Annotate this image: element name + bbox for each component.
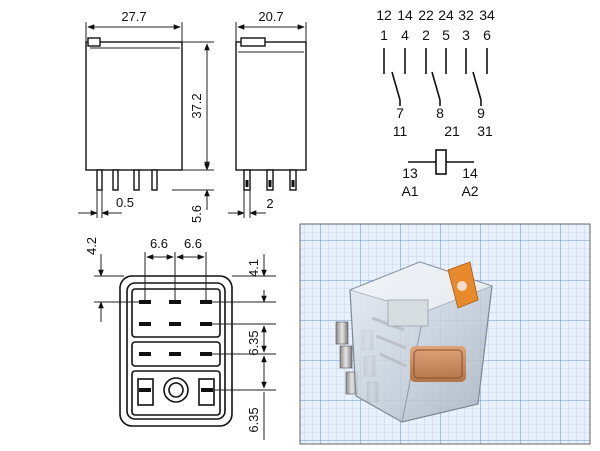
front-view-body: [85, 41, 183, 171]
photo-relay-coil: [410, 346, 466, 382]
side-view: 20.7 37.2 5.6 2: [172, 9, 307, 223]
coil-label-a1: A1: [401, 183, 418, 199]
coil-symbol: [408, 149, 474, 175]
dim-width-side: 20.7: [258, 9, 283, 24]
dim-pin-spacing: 2: [266, 196, 273, 211]
pin-label-6: 6: [483, 27, 491, 43]
front-view: 27.7 0.5: [78, 9, 183, 218]
bottom-view-outer: [119, 275, 233, 427]
dim-base-top-offset: 4.2: [84, 237, 99, 255]
pin-label-14: 14: [397, 7, 413, 23]
pin-label-7: 7: [396, 105, 404, 121]
bottom-view-center-hole: [163, 377, 189, 403]
coil-label-13: 13: [402, 165, 418, 181]
coil-label-14: 14: [462, 165, 478, 181]
pin-label-9: 9: [477, 105, 485, 121]
pin-label-11: 11: [393, 123, 408, 139]
contact-schematic: 12 14 22 24 32 34 1 4 2 5 3 6: [376, 7, 495, 199]
dim-width-front: 27.7: [121, 9, 146, 24]
dim-pitch-y-2: 6.35: [246, 407, 261, 432]
front-view-tab: [87, 37, 101, 47]
pin-label-4: 4: [401, 27, 409, 43]
dim-pitch-x-1: 6.6: [150, 236, 168, 251]
bottom-view-inner: [126, 282, 226, 420]
bottom-view-pins-upper: [139, 300, 212, 326]
pin-label-31: 31: [477, 123, 493, 139]
contact-group-1: [383, 48, 406, 106]
pin-label-21: 21: [444, 123, 460, 139]
dim-pin-length: 5.6: [189, 205, 204, 223]
pin-label-3: 3: [462, 27, 470, 43]
dim-pitch-y-1: 6.35: [246, 330, 261, 355]
pin-label-32: 32: [458, 7, 474, 23]
pin-label-1: 1: [380, 27, 388, 43]
dim-pitch-x-2: 6.6: [184, 236, 202, 251]
pin-label-34: 34: [479, 7, 495, 23]
dim-pin-offset: 0.5: [116, 195, 134, 210]
pin-label-24: 24: [438, 7, 454, 23]
pin-label-22: 22: [418, 7, 434, 23]
coil-label-a2: A2: [461, 183, 478, 199]
pin-label-8: 8: [436, 105, 444, 121]
dim-height: 37.2: [189, 93, 204, 118]
contact-group-2: [425, 48, 447, 106]
relay-photo: [299, 223, 591, 445]
side-view-tab: [240, 37, 266, 47]
front-view-pins: [96, 169, 158, 191]
bottom-view: 4.2 6.6 6.6 4.1 6.35 6.35: [84, 236, 276, 440]
side-view-pins: [243, 169, 297, 191]
bottom-view-pins-middle: [139, 352, 212, 356]
pin-label-2: 2: [422, 27, 430, 43]
side-view-body: [235, 41, 307, 171]
pin-label-5: 5: [442, 27, 450, 43]
dim-right-top: 4.1: [246, 259, 261, 277]
pin-label-12: 12: [376, 7, 392, 23]
contact-group-3: [465, 48, 488, 106]
